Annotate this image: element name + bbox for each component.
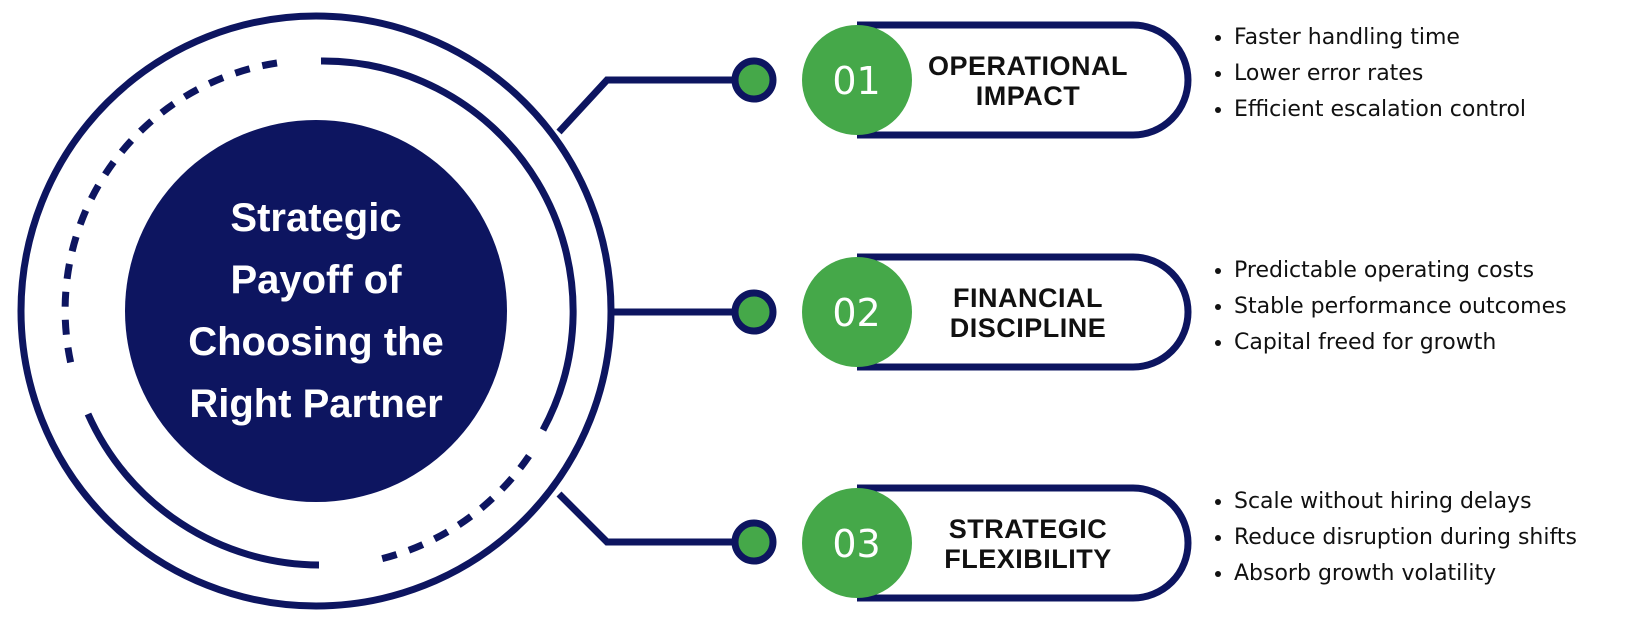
- item-number: 02: [832, 290, 881, 335]
- item-label-line-1: STRATEGIC: [948, 513, 1108, 544]
- connector-1: [556, 76, 735, 135]
- inner-arc-solid-top: [320, 57, 577, 432]
- inner-arc-solid-bottom: [84, 412, 320, 569]
- node-dot-2: [731, 289, 777, 335]
- item-number: 01: [832, 58, 881, 103]
- bullet-list-operational: Faster handling time Lower error rates E…: [1210, 20, 1629, 128]
- item-label-line-2: IMPACT: [975, 80, 1081, 111]
- inner-arc-dashed-left: [61, 59, 278, 365]
- outer-ring: [17, 12, 615, 610]
- pill-outline-3: [857, 484, 1192, 602]
- list-item: Absorb growth volatility: [1234, 556, 1629, 592]
- item-label-line-1: OPERATIONAL: [928, 50, 1128, 81]
- list-item: Efficient escalation control: [1234, 92, 1629, 128]
- pill-number-disc-3: [802, 488, 912, 598]
- pill-outline-2: [857, 253, 1192, 371]
- inner-arc-dashed-right: [371, 454, 532, 565]
- pill-outline-1: [857, 21, 1192, 139]
- item-label: OPERATIONAL IMPACT: [913, 25, 1143, 136]
- bullet-list-financial: Predictable operating costs Stable perfo…: [1210, 253, 1629, 361]
- pill-number-disc-1: [802, 25, 912, 135]
- list-item: Reduce disruption during shifts: [1234, 520, 1629, 556]
- list-item: Capital freed for growth: [1234, 325, 1629, 361]
- list-item: Faster handling time: [1234, 20, 1629, 56]
- item-operational-impact: 01 OPERATIONAL IMPACT: [801, 25, 1189, 136]
- item-label: STRATEGIC FLEXIBILITY: [913, 488, 1143, 599]
- center-disc: [125, 120, 507, 502]
- list-item: Predictable operating costs: [1234, 253, 1629, 289]
- node-dot-1: [731, 57, 777, 103]
- list-item: Stable performance outcomes: [1234, 289, 1629, 325]
- list-item: Scale without hiring delays: [1234, 484, 1629, 520]
- item-label-line-1: FINANCIAL: [953, 282, 1103, 313]
- pill-number-disc-2: [802, 257, 912, 367]
- title-line-3: Choosing the: [188, 320, 444, 364]
- item-label-line-2: FLEXIBILITY: [944, 543, 1112, 574]
- item-financial-discipline: 02 FINANCIAL DISCIPLINE: [801, 257, 1189, 368]
- item-label-line-2: DISCIPLINE: [949, 312, 1107, 343]
- connector-3: [556, 491, 735, 546]
- node-dot-3: [731, 519, 777, 565]
- item-strategic-flexibility: 03 STRATEGIC FLEXIBILITY: [801, 488, 1189, 599]
- title-line-1: Strategic: [230, 196, 402, 240]
- title-line-4: Right Partner: [189, 382, 443, 426]
- item-label: FINANCIAL DISCIPLINE: [913, 257, 1143, 368]
- item-number: 03: [832, 521, 881, 566]
- bullet-list-strategic: Scale without hiring delays Reduce disru…: [1210, 484, 1629, 592]
- list-item: Lower error rates: [1234, 56, 1629, 92]
- center-title: Strategic Payoff of Choosing the Right P…: [125, 120, 507, 502]
- title-line-2: Payoff of: [230, 258, 402, 302]
